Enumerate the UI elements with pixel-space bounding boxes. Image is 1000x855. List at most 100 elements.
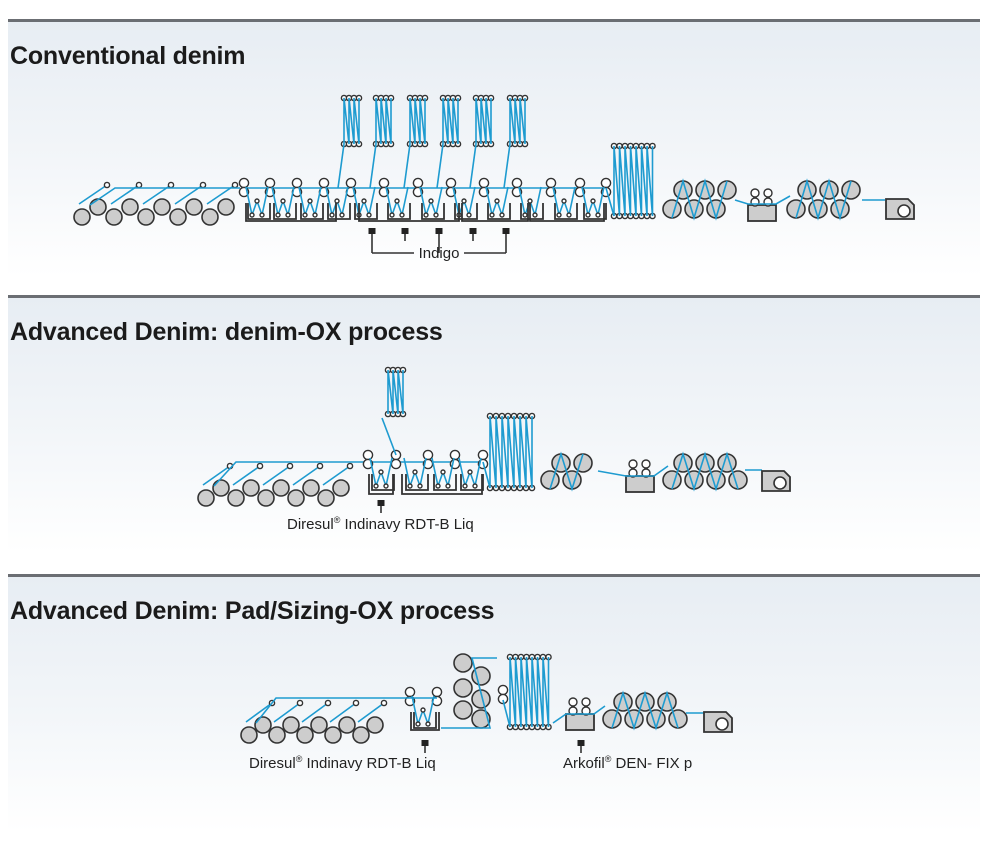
roller [471,666,491,686]
yarn-path [403,143,411,189]
roller [287,489,305,507]
guide-roller [522,212,528,218]
registered-mark: ® [334,515,341,525]
yarn-path [605,187,615,217]
yarn-path [329,702,357,723]
dye-bath [358,203,460,222]
product-detail: Indinavy RDT-B Liq [340,516,473,533]
guide-roller [339,212,345,218]
guide-roller [256,462,264,470]
yarn-path [292,465,321,486]
yarn-path [78,184,108,205]
guide-roller [399,212,405,218]
guide-roller [428,198,434,204]
guide-roller [394,198,400,204]
yarn-path [671,178,728,221]
roller [201,208,219,226]
dye-bath [247,203,271,220]
yarn-path [441,657,497,729]
roller [197,489,215,507]
guide-roller [527,198,533,204]
guide-roller [641,468,651,478]
yarn-path [381,417,397,456]
roller [212,479,230,497]
roller [332,479,350,497]
dosing-marker [401,228,409,234]
dye-bath [273,203,297,220]
roller [657,692,677,712]
size-box [565,713,595,731]
roller [272,479,290,497]
roller [453,678,473,698]
guide-roller [581,697,591,707]
roller [613,692,633,712]
yarn-path [671,451,739,492]
dosing-marker [469,228,477,234]
guide-roller [275,212,281,218]
dye-bath [371,474,395,491]
dye-bath [413,712,437,729]
panel-denim-ox-process: Advanced Denim: denim-OX process [8,295,980,553]
guide-roller [329,212,335,218]
roller [551,453,571,473]
yarn-path [436,143,444,189]
guide-roller [420,707,426,713]
roller [366,716,384,734]
guide-roller [296,699,304,707]
roller [635,692,655,712]
guide-roller [472,483,478,489]
guide-roller [254,198,260,204]
warp-beam-core [897,204,911,218]
dosing-marker [502,228,510,234]
guide-roller [249,212,255,218]
yarn-path [343,97,360,145]
dye-bath [529,203,605,222]
dye-bath [410,712,440,731]
roller [105,208,123,226]
guide-roller [417,483,423,489]
dye-bath [421,203,445,220]
denim-ox-line [197,366,791,513]
guide-roller [494,198,500,204]
guide-roller [307,198,313,204]
roller [562,470,582,490]
arkofil-label: Arkofil® DEN- FIX p [563,754,692,772]
guide-roller [568,697,578,707]
roller [121,198,139,216]
product-name: Diresul [249,755,296,772]
guide-roller [449,449,461,461]
yarn-path [469,143,477,189]
yarn-path [475,97,492,145]
yarn-path [322,465,351,486]
roller [137,208,155,226]
yarn-path [597,465,669,477]
guide-roller [412,469,418,475]
dye-bath [354,203,378,220]
yarn-path [375,97,392,145]
guide-roller [497,693,509,705]
roller [169,208,187,226]
dye-bath [554,203,578,220]
yarn-path [489,415,533,489]
guide-roller [318,177,330,189]
guide-roller [415,721,421,727]
roller [728,470,748,490]
guide-roller [433,212,439,218]
guide-roller [467,469,473,475]
roller [240,726,258,744]
yarn-path [213,461,352,487]
yarn-path [245,702,273,723]
yarn-path [273,702,301,723]
yarn-path [301,702,329,723]
guide-roller [435,483,441,489]
yarn-path [262,465,291,486]
guide-roller [390,458,402,470]
roller [282,716,300,734]
guide-roller [345,177,357,189]
guide-roller [478,177,490,189]
dye-bath [245,203,337,222]
dye-bath [461,203,529,222]
guide-roller [561,198,567,204]
guide-roller [280,198,286,204]
yarn-path [502,699,511,728]
